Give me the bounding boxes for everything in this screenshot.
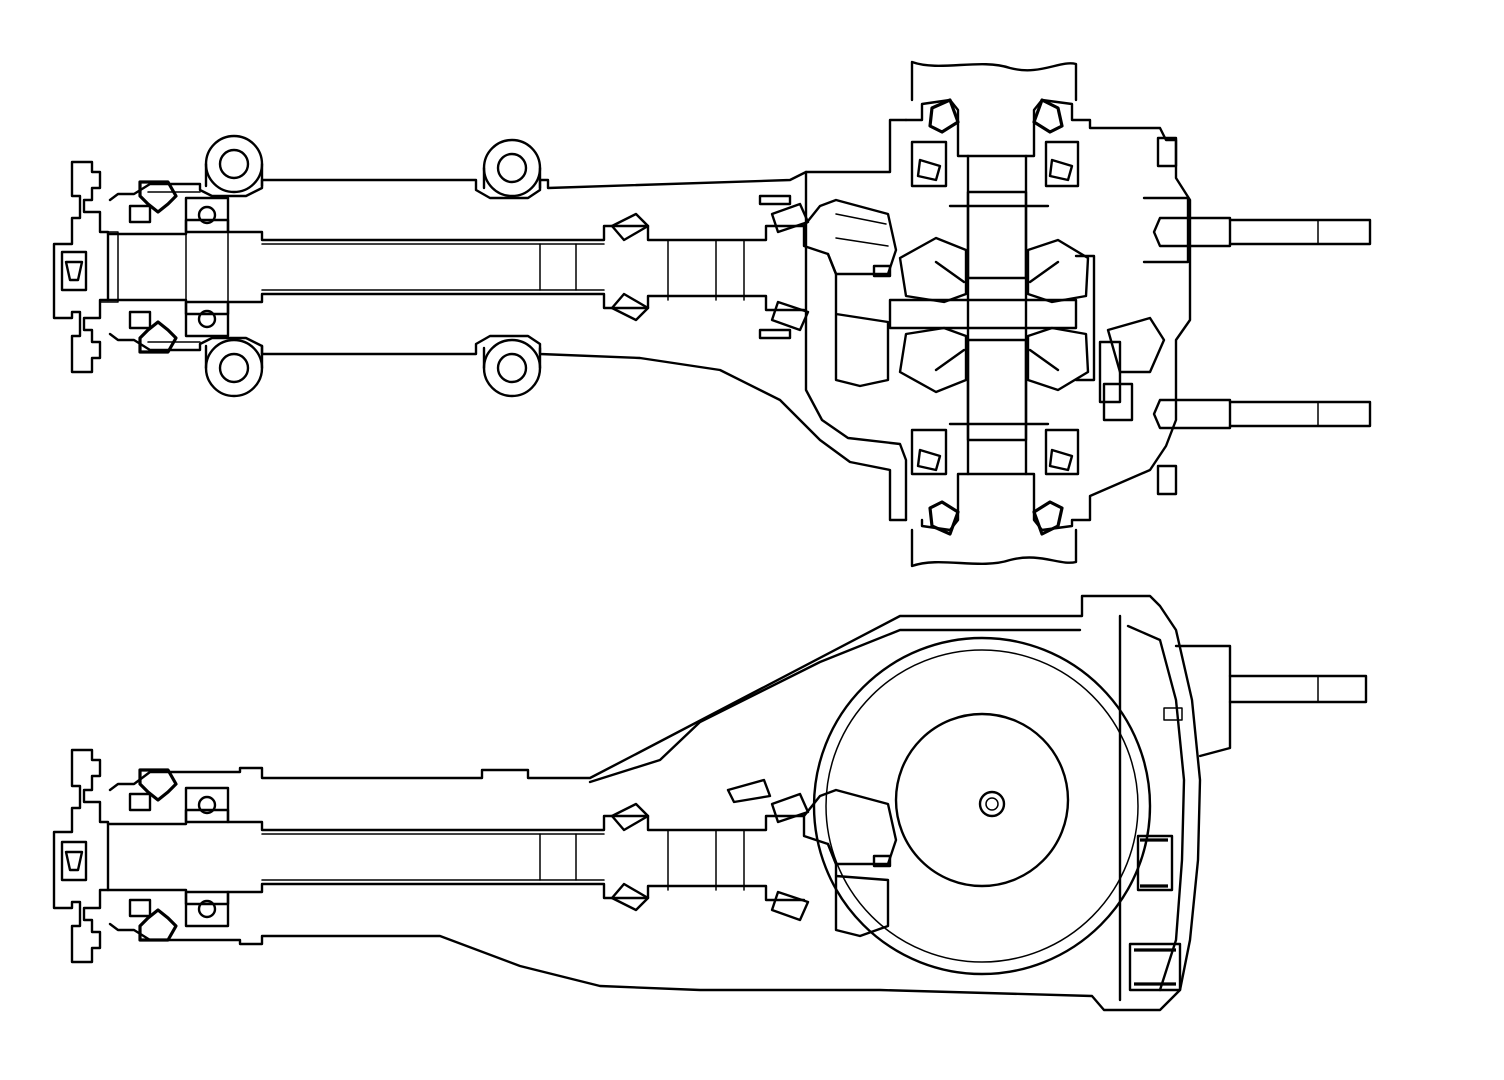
oil-seal-icon: [128, 180, 178, 354]
ring-gear-icon: [812, 636, 1152, 976]
pinion-housing: [108, 118, 908, 522]
ball-bearing-icon: [184, 786, 230, 928]
side-bearings: [910, 98, 1080, 536]
axle-shaft-broken: [910, 60, 1078, 568]
stud-bolt-icon: [1128, 674, 1368, 992]
pinion-gear-icon: [802, 198, 898, 388]
carrier-housing: [108, 594, 1232, 1012]
ring-gear-icon: [1098, 196, 1190, 422]
taper-bearing-icon: [610, 194, 810, 340]
pinion-shaft: [106, 808, 806, 906]
differential-gear-icon: [888, 236, 1096, 394]
oil-seal-icon: [128, 768, 178, 942]
flange-icon: [52, 748, 110, 964]
stud-bolt-icon: [1152, 136, 1372, 496]
pinion-gear-icon: [802, 788, 898, 938]
pinion-shaft: [106, 218, 806, 316]
flange-icon: [52, 160, 119, 374]
top-section-view: [52, 60, 1372, 568]
ball-bearing-icon: [184, 196, 230, 338]
side-elevation-view: [52, 594, 1368, 1012]
